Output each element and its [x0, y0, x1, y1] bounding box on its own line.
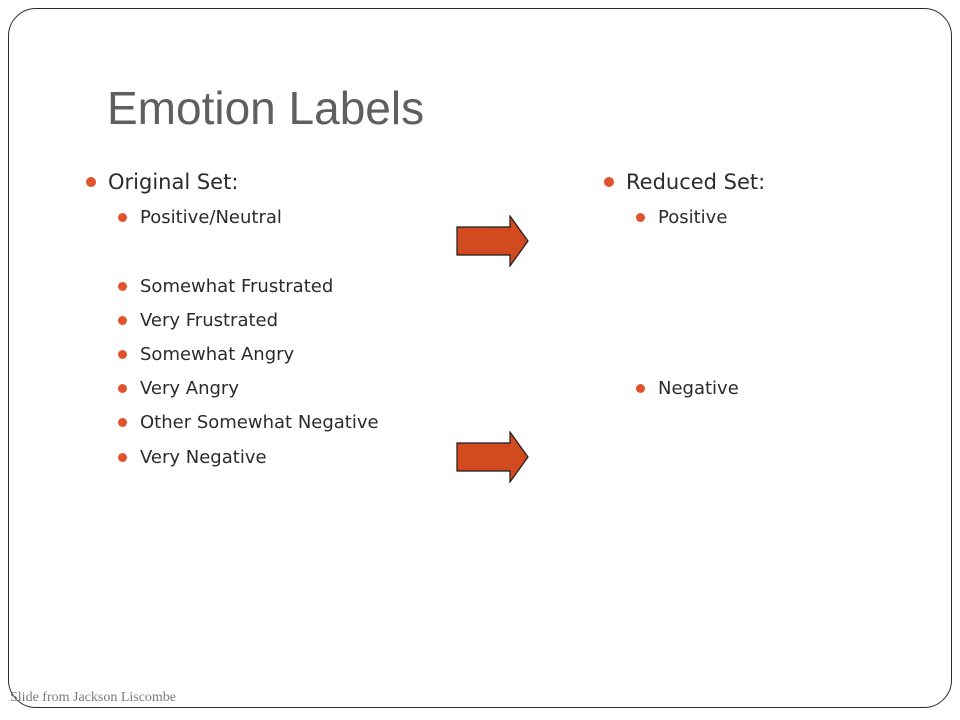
bullet-dot-icon [86, 177, 96, 187]
bullet-dot-icon [636, 212, 645, 222]
reduced-set-heading-label: Reduced Set: [626, 170, 766, 194]
original-set-heading: Original Set: [86, 168, 238, 196]
list-item-label: Other Somewhat Negative [140, 411, 379, 433]
bullet-dot-icon [118, 383, 127, 393]
bullet-dot-icon [118, 417, 127, 427]
list-item: Other Somewhat Negative [118, 410, 379, 434]
list-item: Very Frustrated [118, 308, 278, 332]
list-item-label: Somewhat Angry [140, 343, 295, 365]
list-item: Negative [636, 376, 739, 400]
bullet-dot-icon [118, 212, 127, 222]
bullet-dot-icon [604, 177, 614, 187]
list-item: Very Negative [118, 445, 267, 469]
list-item: Somewhat Angry [118, 342, 294, 366]
list-item-label: Positive/Neutral [140, 206, 282, 228]
list-item-label: Very Angry [140, 377, 239, 399]
list-item-label: Negative [658, 377, 739, 399]
bullet-dot-icon [118, 281, 127, 291]
bullet-dot-icon [118, 452, 127, 462]
list-item: Positive/Neutral [118, 205, 282, 229]
list-item-label: Very Frustrated [140, 309, 279, 331]
list-item-label: Very Negative [140, 446, 267, 468]
bullet-dot-icon [118, 315, 127, 325]
list-item-label: Positive [658, 206, 728, 228]
right-arrow-icon [456, 431, 529, 483]
list-item: Positive [636, 205, 727, 229]
bullet-dot-icon [636, 383, 645, 393]
slide-footer: Slide from Jackson Liscombe [10, 690, 177, 705]
list-item: Somewhat Frustrated [118, 274, 333, 298]
bullet-dot-icon [118, 349, 127, 359]
list-item-label: Somewhat Frustrated [140, 275, 334, 297]
reduced-set-heading: Reduced Set: [604, 168, 765, 196]
original-set-heading-label: Original Set: [108, 170, 239, 194]
slide-title: Emotion Labels [107, 82, 425, 134]
right-arrow-icon [456, 215, 529, 267]
list-item: Very Angry [118, 376, 239, 400]
slide-frame [8, 8, 952, 708]
